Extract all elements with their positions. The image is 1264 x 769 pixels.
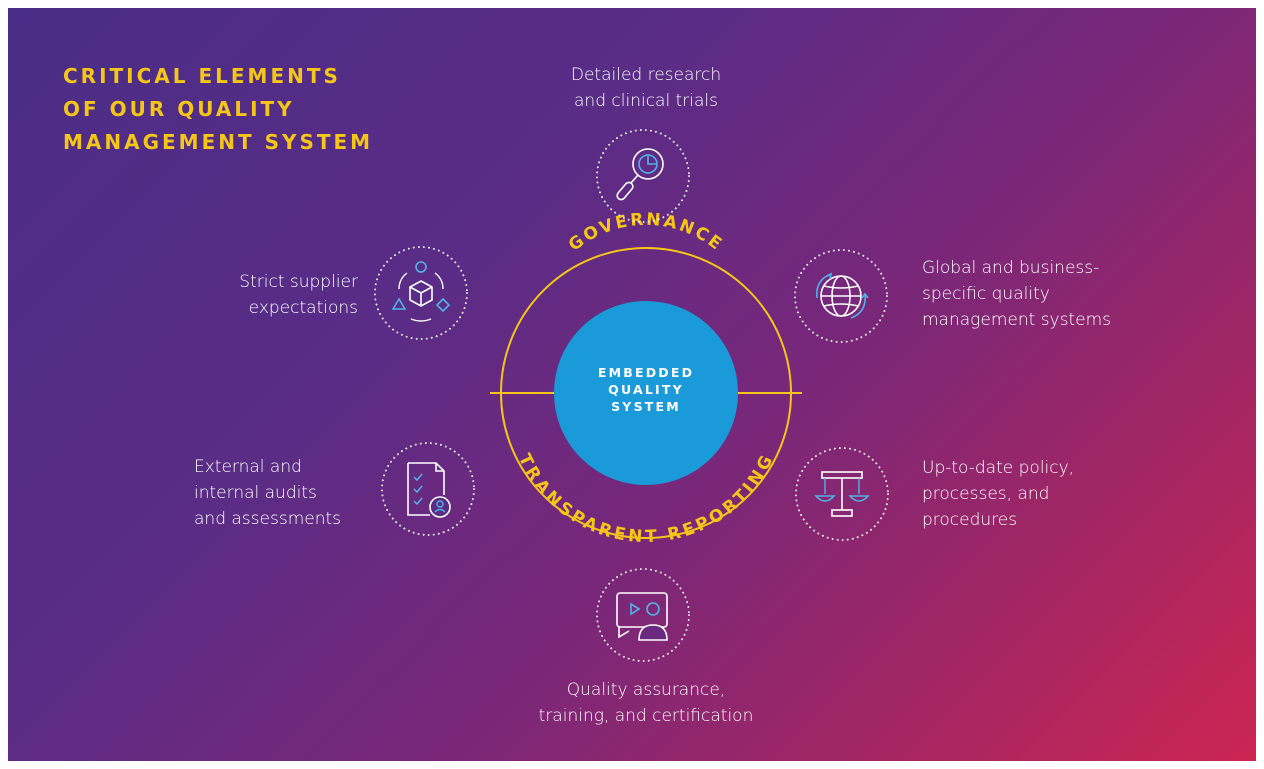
center-diagram: GOVERNANCE TRANSPARENT REPORTING — [490, 210, 802, 547]
core-line-3: SYSTEM — [611, 399, 681, 414]
page-title: CRITICAL ELEMENTS OF OUR QUALITY MANAGEM… — [63, 60, 373, 159]
research-line-1: Detailed research — [570, 65, 722, 85]
global-line-2: specific quality — [922, 284, 1050, 304]
title-line-2: OF OUR QUALITY — [63, 97, 295, 121]
element-supplier-label: Strict supplier expectations — [198, 269, 358, 321]
core-label: EMBEDDED QUALITY SYSTEM — [566, 364, 726, 415]
element-policy-label: Up-to-date policy, processes, and proced… — [922, 455, 1152, 533]
policy-line-2: processes, and — [922, 484, 1050, 504]
policy-line-3: procedures — [922, 510, 1018, 530]
supplier-line-2: expectations — [248, 298, 358, 318]
element-global-label: Global and business- specific quality ma… — [922, 255, 1152, 333]
research-line-2: and clinical trials — [574, 91, 718, 111]
policy-line-1: Up-to-date policy, — [922, 458, 1075, 478]
element-research-label: Detailed research and clinical trials — [546, 62, 746, 114]
globe-arrows-icon — [794, 249, 888, 343]
element-training-label: Quality assurance, training, and certifi… — [508, 677, 784, 729]
title-line-3: MANAGEMENT SYSTEM — [63, 130, 374, 154]
magnifier-chart-icon — [596, 129, 690, 223]
infographic-panel: CRITICAL ELEMENTS OF OUR QUALITY MANAGEM… — [8, 8, 1256, 761]
core-circle — [554, 301, 738, 485]
global-line-3: management systems — [922, 310, 1112, 330]
audits-line-3: and assessments — [194, 509, 342, 529]
training-line-2: training, and certification — [538, 706, 754, 726]
audits-line-2: internal audits — [194, 483, 317, 503]
core-line-1: EMBEDDED — [597, 365, 695, 380]
audits-line-1: External and — [194, 457, 302, 477]
video-presenter-icon — [596, 568, 690, 662]
core-line-2: QUALITY — [608, 382, 684, 397]
element-audits-label: External and internal audits and assessm… — [194, 454, 384, 532]
scales-icon — [795, 447, 889, 541]
title-line-1: CRITICAL ELEMENTS — [63, 64, 341, 88]
global-line-1: Global and business- — [922, 258, 1100, 278]
cube-cycle-icon — [374, 246, 468, 340]
training-line-1: Quality assurance, — [566, 680, 726, 700]
supplier-line-1: Strict supplier — [239, 272, 358, 292]
checklist-person-icon — [381, 442, 475, 536]
